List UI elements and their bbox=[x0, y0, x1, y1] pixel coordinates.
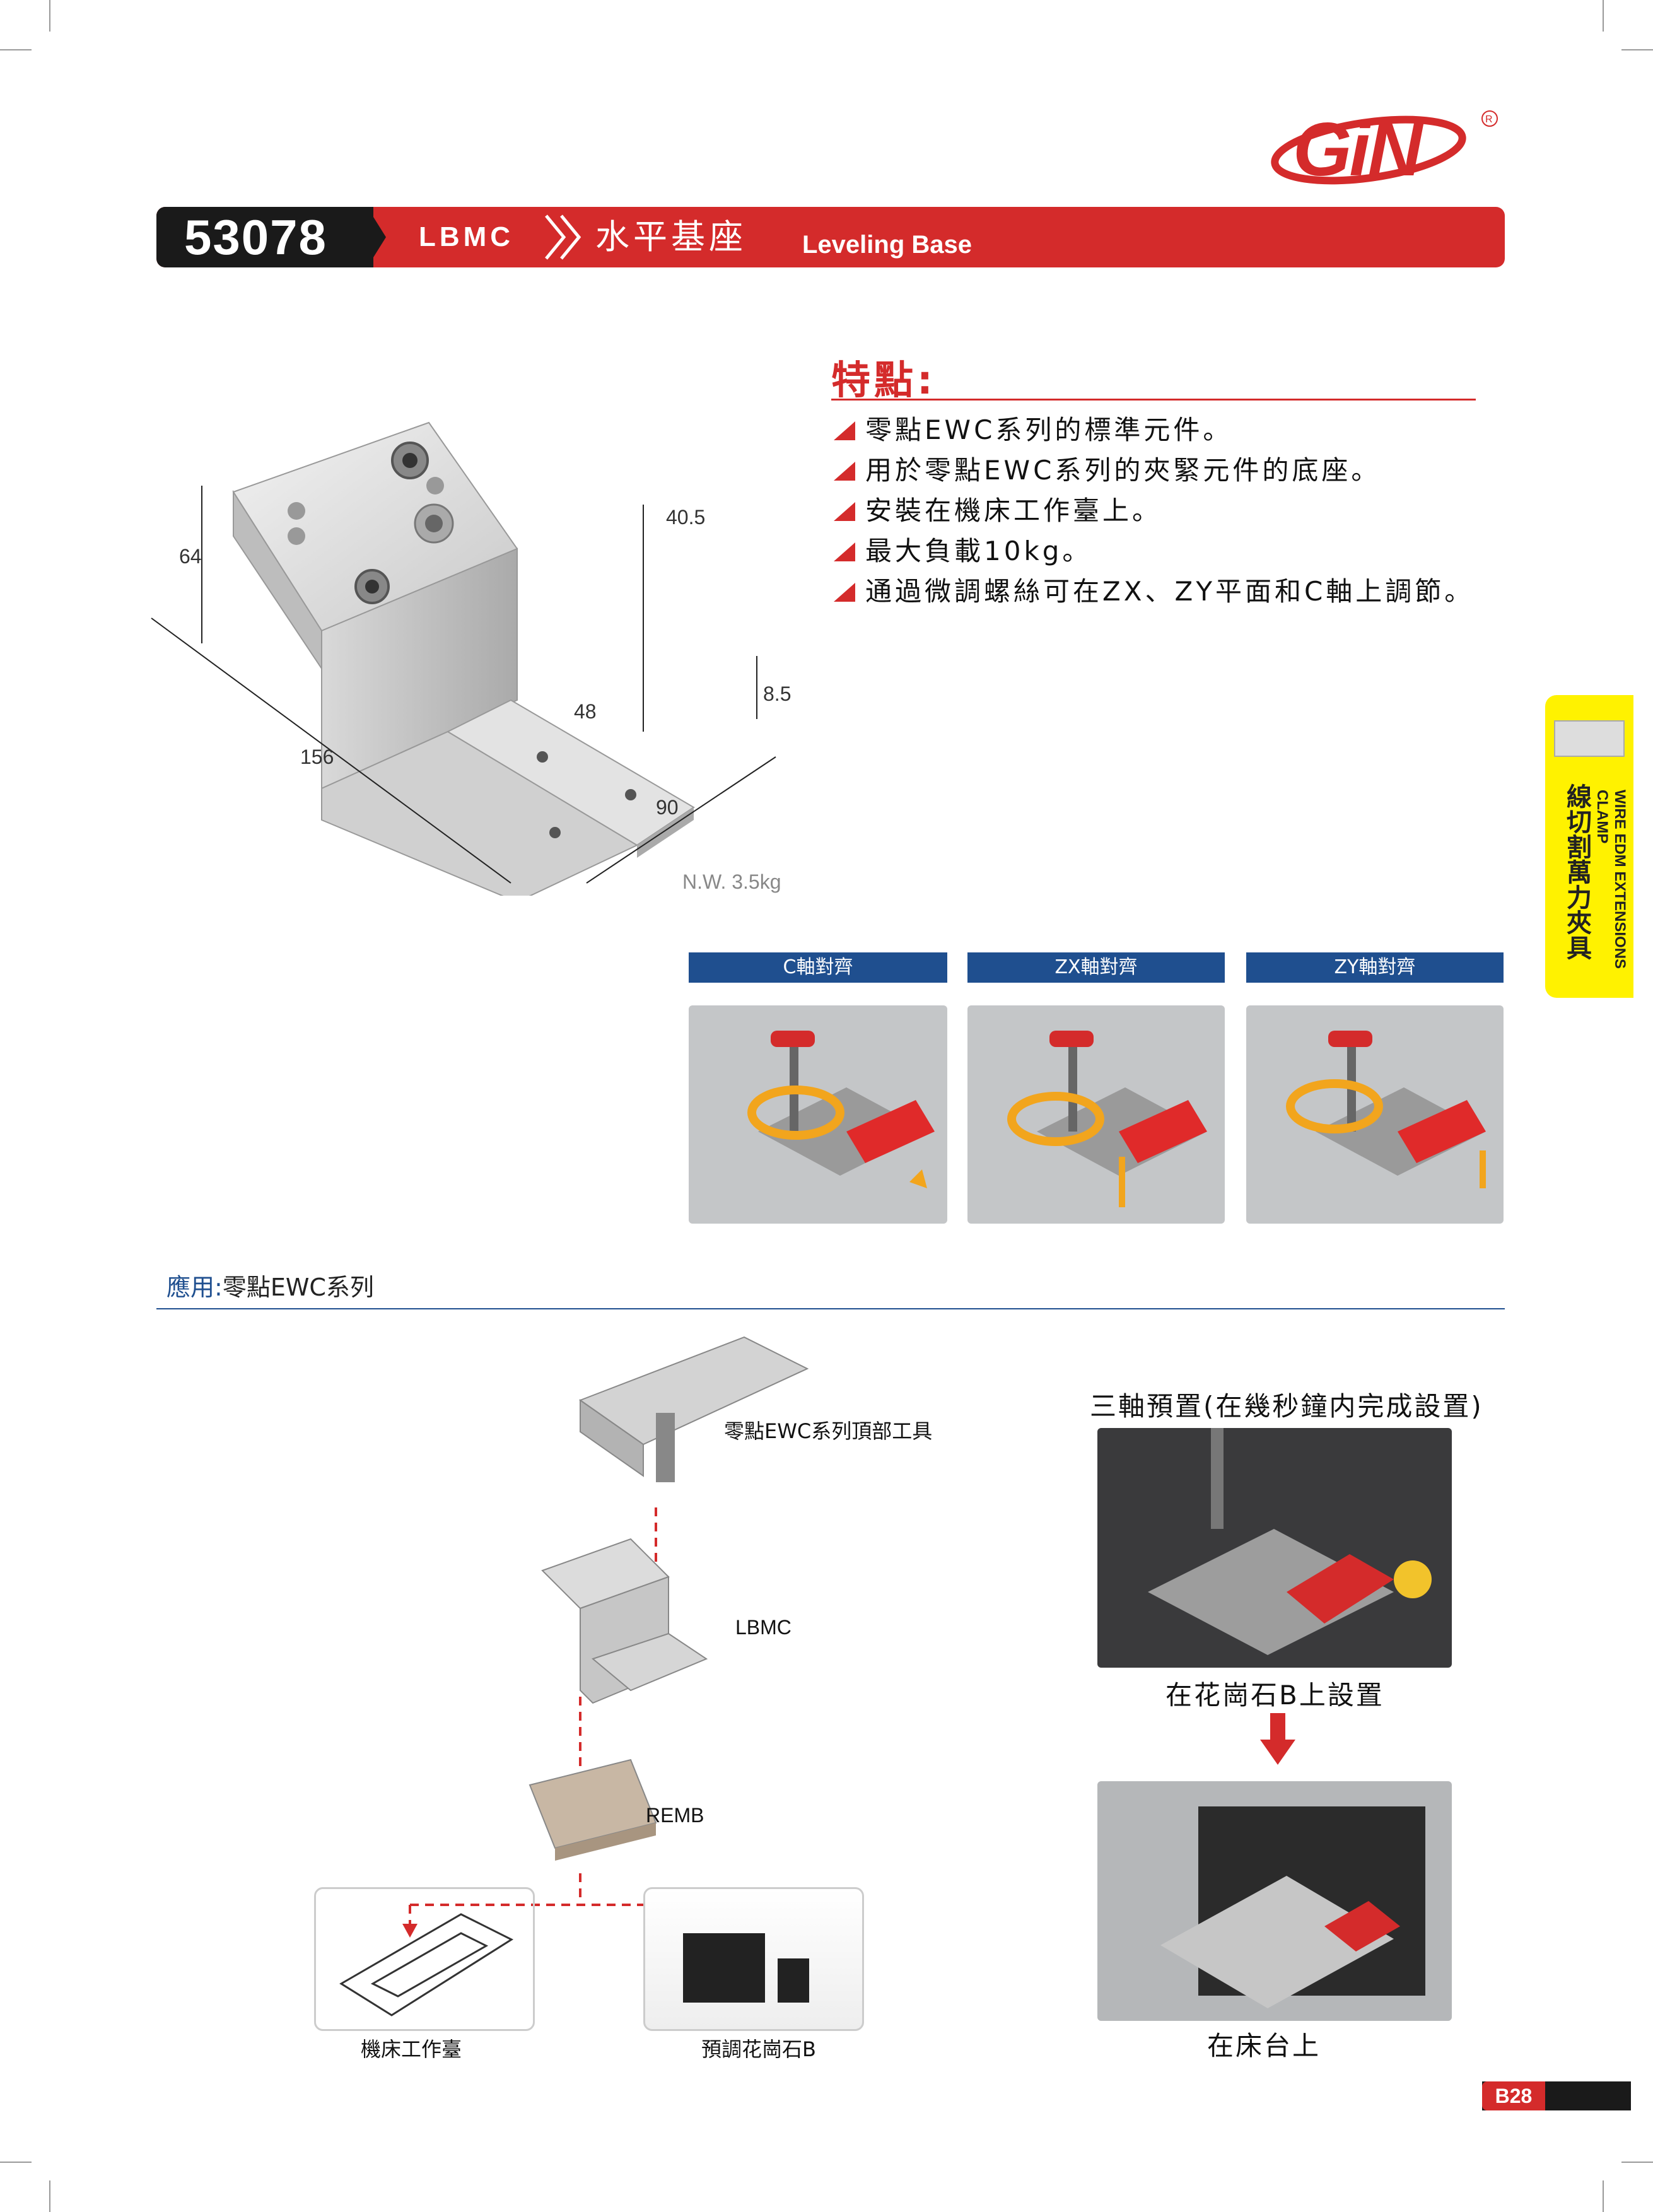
crop-mark bbox=[1603, 2180, 1604, 2212]
clamp-thumbnail bbox=[1554, 720, 1625, 757]
zy-axis-photo bbox=[1246, 1005, 1504, 1224]
tab-zx-axis: ZX軸對齊 bbox=[967, 952, 1225, 983]
dim-height: 64 bbox=[179, 545, 202, 568]
product-drawing bbox=[151, 421, 776, 896]
crop-mark bbox=[1621, 49, 1653, 50]
dim-top: 40.5 bbox=[666, 506, 706, 529]
triangle-bullet-icon bbox=[834, 542, 855, 561]
gin-logo: GiN R bbox=[1271, 107, 1498, 192]
c-axis-photo bbox=[689, 1005, 947, 1224]
crop-mark bbox=[1603, 0, 1604, 32]
granite-drawing bbox=[683, 1933, 809, 2003]
page-number: B28 bbox=[1482, 2081, 1545, 2110]
preset-caption-1: 在花崗石B上設置 bbox=[1165, 1680, 1384, 1711]
product-title-zh: 水平基座 bbox=[595, 217, 747, 257]
tab-c-axis: C軸對齊 bbox=[689, 952, 947, 983]
bed-setup-photo bbox=[1097, 1781, 1452, 2021]
machine-table-box bbox=[314, 1887, 535, 2031]
feature-item: 最大負載10kg。 bbox=[831, 531, 1474, 571]
dim-hole: 48 bbox=[574, 700, 597, 723]
triangle-bullet-icon bbox=[834, 421, 855, 440]
crop-mark bbox=[1621, 2162, 1653, 2163]
features-list: 零點EWC系列的標準元件。 用於零點EWC系列的夾緊元件的底座。 安裝在機床工作… bbox=[831, 410, 1474, 612]
header-number-block bbox=[156, 207, 373, 267]
crop-mark bbox=[49, 2180, 50, 2212]
label-lbmc: LBMC bbox=[735, 1616, 791, 1639]
triangle-bullet-icon bbox=[834, 502, 855, 521]
preset-caption-2: 在床台上 bbox=[1207, 2030, 1321, 2061]
side-tab: 線切割萬力夾具 WIRE EDM EXTENSIONS CLAMP bbox=[1545, 695, 1633, 998]
product-code: LBMC bbox=[419, 221, 515, 252]
triangle-bullet-icon bbox=[834, 583, 855, 602]
crop-mark bbox=[0, 2162, 32, 2163]
dim-width: 90 bbox=[656, 796, 679, 819]
net-weight: N.W. 3.5kg bbox=[682, 870, 781, 893]
crop-mark bbox=[49, 0, 50, 32]
application-divider bbox=[156, 1308, 1505, 1309]
svg-text:R: R bbox=[1485, 114, 1493, 125]
feature-item: 安裝在機床工作臺上。 bbox=[831, 491, 1474, 531]
dim-thick: 8.5 bbox=[763, 682, 791, 705]
granite-box bbox=[643, 1887, 864, 2031]
zx-axis-photo bbox=[967, 1005, 1225, 1224]
features-divider bbox=[831, 399, 1476, 401]
label-granite: 預調花崗石B bbox=[701, 2037, 816, 2061]
label-top-tool: 零點EWC系列頂部工具 bbox=[724, 1419, 933, 1443]
features-title: 特點: bbox=[831, 357, 937, 403]
feature-item: 零點EWC系列的標準元件。 bbox=[831, 410, 1474, 450]
dim-length: 156 bbox=[300, 746, 334, 768]
feature-item: 用於零點EWC系列的夾緊元件的底座。 bbox=[831, 450, 1474, 491]
product-number: 53078 bbox=[184, 209, 327, 265]
svg-text:GiN: GiN bbox=[1293, 107, 1424, 192]
machine-table-drawing bbox=[339, 1913, 514, 2016]
side-tab-zh: 線切割萬力夾具 bbox=[1562, 783, 1591, 960]
triangle-bullet-icon bbox=[834, 462, 855, 481]
label-machine-table: 機床工作臺 bbox=[361, 2037, 462, 2061]
side-tab-en: WIRE EDM EXTENSIONS CLAMP bbox=[1594, 790, 1628, 969]
product-title-en: Leveling Base bbox=[802, 231, 973, 259]
application-title: 應用:零點EWC系列 bbox=[166, 1273, 374, 1301]
label-remb: REMB bbox=[646, 1804, 704, 1827]
preset-title: 三軸預置(在幾秒鐘内完成設置) bbox=[1090, 1391, 1483, 1422]
header-chevron bbox=[367, 207, 386, 267]
tab-zy-axis: ZY軸對齊 bbox=[1246, 952, 1504, 983]
arrow-down-icon bbox=[1260, 1713, 1295, 1765]
feature-item: 通過微調螺絲可在ZX、ZY平面和C軸上調節。 bbox=[831, 571, 1474, 612]
assembly-drawing bbox=[402, 1336, 809, 1938]
granite-setup-photo bbox=[1097, 1428, 1452, 1668]
double-chevron-icon bbox=[545, 214, 581, 260]
crop-mark bbox=[0, 49, 32, 50]
